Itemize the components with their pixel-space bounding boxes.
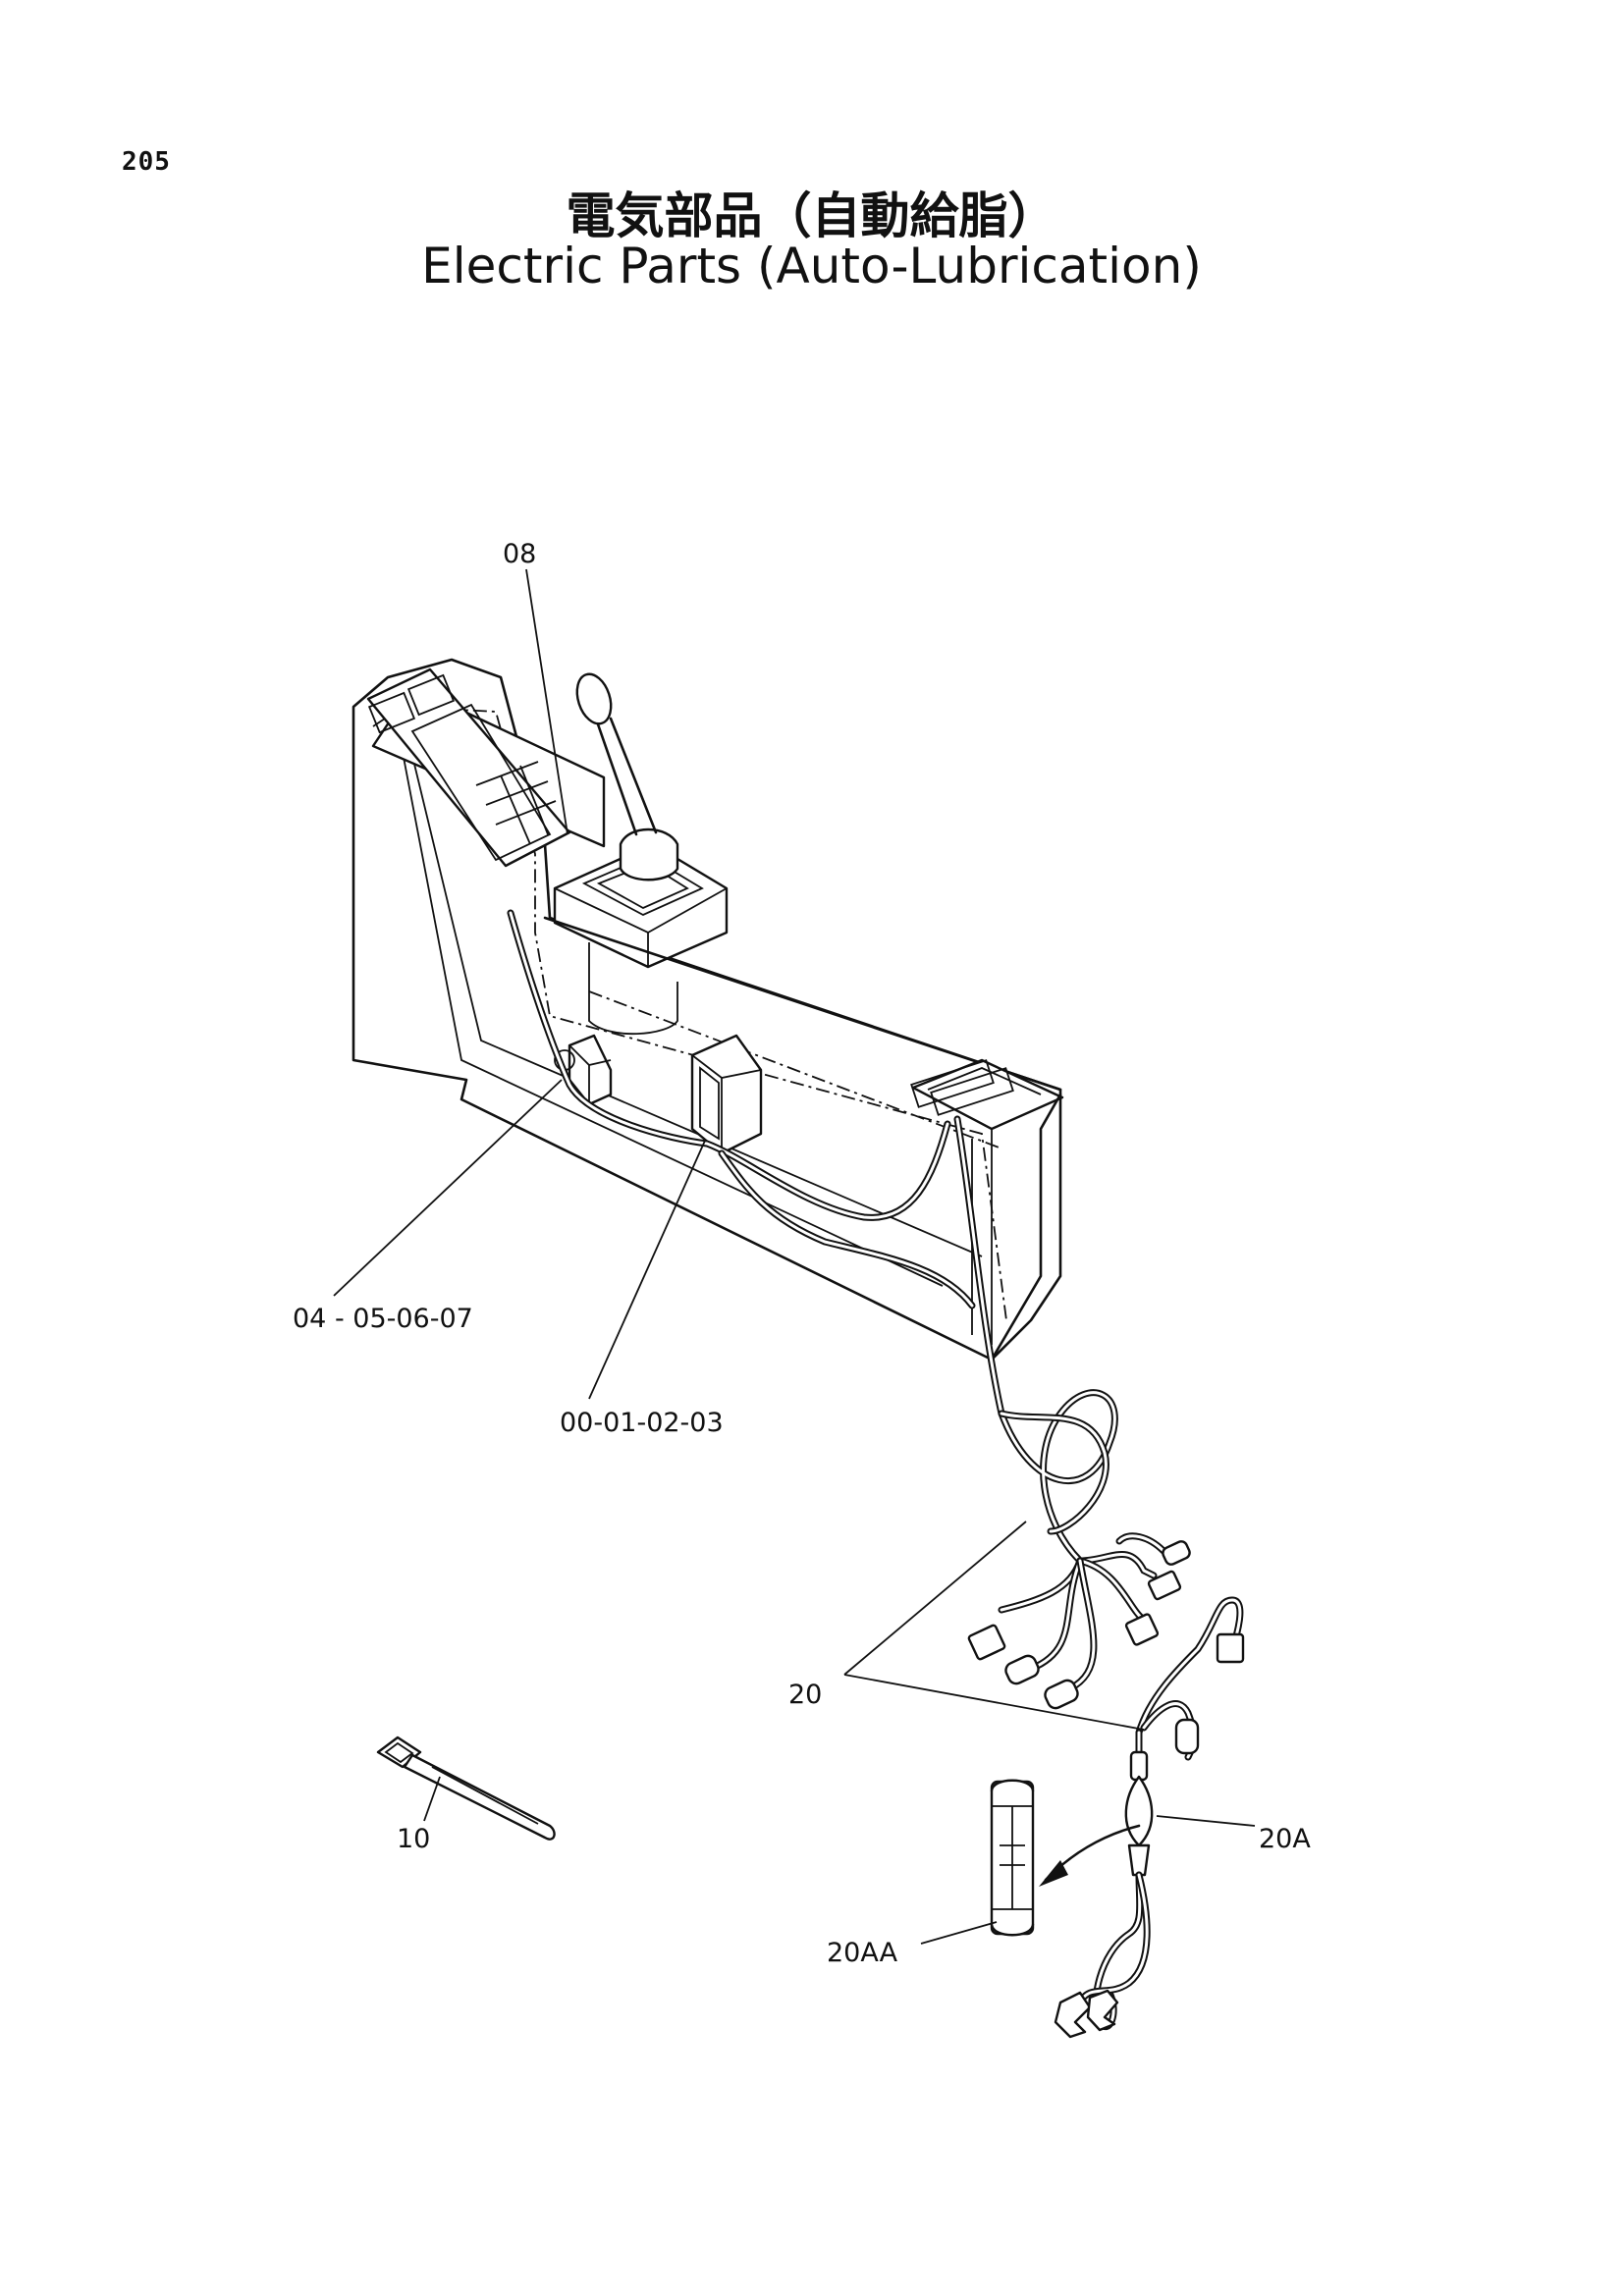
callout-10: 10 — [397, 1824, 430, 1854]
fuse-holder — [1039, 1729, 1154, 2039]
callout-04-05-06-07: 04 - 05-06-07 — [293, 1304, 473, 1334]
callout-20aa: 20AA — [827, 1938, 898, 1968]
callout-20a: 20A — [1259, 1824, 1311, 1854]
page-title-english: Electric Parts (Auto-Lubrication) — [421, 238, 1202, 294]
callout-20: 20 — [788, 1680, 822, 1710]
wiring-harness — [953, 1115, 1245, 1761]
callout-08: 08 — [503, 539, 536, 569]
leader-lines — [333, 568, 1256, 1945]
callout-00-01-02-03: 00-01-02-03 — [560, 1408, 724, 1438]
page-number: 205 — [122, 147, 171, 177]
page-title-japanese: 電気部品（自動給脂） — [566, 187, 1057, 244]
cable-tie — [376, 1735, 556, 1841]
console-assembly — [352, 658, 1064, 1362]
fuse — [990, 1779, 1035, 1937]
